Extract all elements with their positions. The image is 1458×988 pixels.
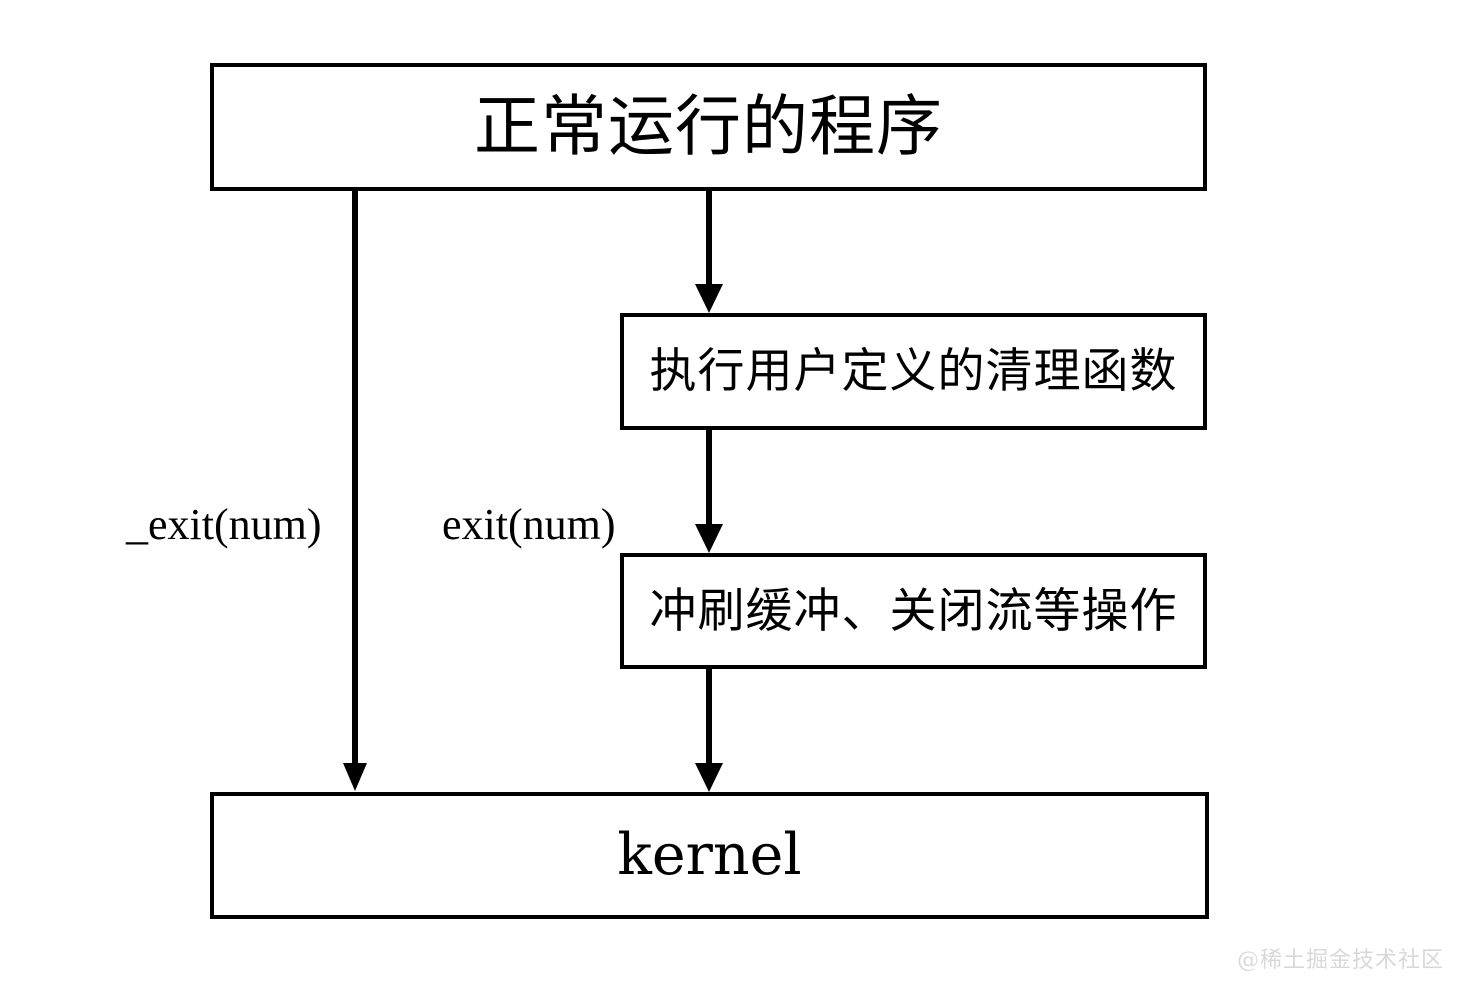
watermark-text: @稀土掘金技术社区 xyxy=(1236,948,1444,973)
node-flush-buffers-close-streams: 冲刷缓冲、关闭流等操作 xyxy=(620,553,1207,669)
edge-label-underscore-exit: _exit(num) xyxy=(126,500,322,549)
edge-label-exit: exit(num) xyxy=(442,500,616,549)
node-normal-running-program: 正常运行的程序 xyxy=(210,63,1207,191)
edge-program-to-kernel xyxy=(343,191,367,791)
edge-cleanup-to-flush xyxy=(695,430,723,553)
node-flush-label: 冲刷缓冲、关闭流等操作 xyxy=(649,583,1178,639)
edge-flush-to-kernel xyxy=(695,669,723,792)
node-kernel: kernel xyxy=(210,792,1209,919)
edge-program-to-cleanup xyxy=(695,191,723,313)
node-kernel-label: kernel xyxy=(617,822,802,888)
node-program-label: 正常运行的程序 xyxy=(474,88,943,165)
node-run-user-cleanup-functions: 执行用户定义的清理函数 xyxy=(620,313,1207,430)
node-cleanup-label: 执行用户定义的清理函数 xyxy=(649,344,1178,399)
